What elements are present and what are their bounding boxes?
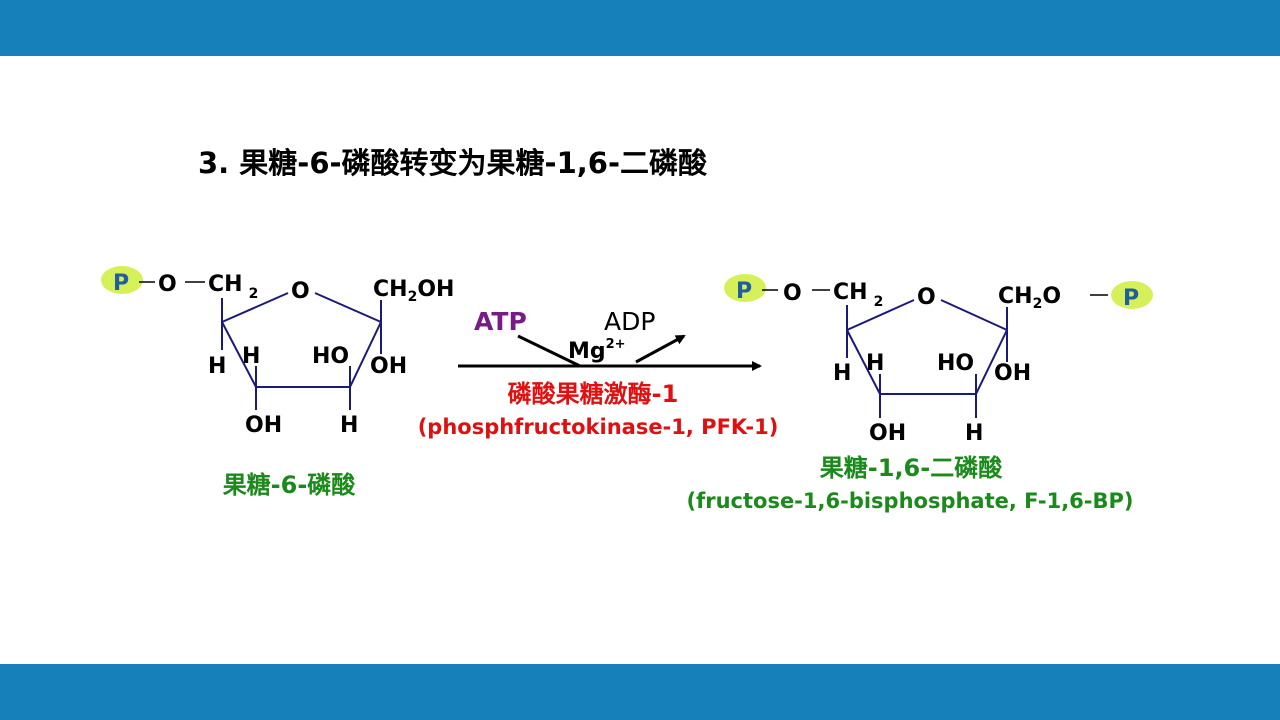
product-h-left2: H xyxy=(866,351,884,376)
atp-in-curve xyxy=(517,334,581,368)
product-phosphate-right-circle xyxy=(1111,281,1153,309)
substrate-h-left2: H xyxy=(242,344,260,369)
product-phosphate-left-circle xyxy=(724,274,766,302)
product-phosphate-left-label: P xyxy=(736,279,752,304)
product-ho-right: HO xyxy=(937,351,974,376)
enzyme-english: (phosphfructokinase-1, PFK-1) xyxy=(418,415,779,439)
product-h-left: H xyxy=(833,361,851,386)
atp-label: ATP xyxy=(474,307,527,336)
substrate-ring-oxygen: O xyxy=(291,279,310,304)
adp-label: ADP xyxy=(604,307,655,336)
substrate-h-left: H xyxy=(208,354,226,379)
substrate-oh-bottom: OH xyxy=(245,413,282,438)
product-oh-right: OH xyxy=(994,361,1031,386)
product-english: (fructose-1,6-bisphosphate, F-1,6-BP) xyxy=(686,489,1133,513)
cofactor-label: Mg2+ xyxy=(568,337,626,364)
substrate-ho-right: HO xyxy=(312,344,349,369)
product-o-link: O xyxy=(783,281,802,306)
substrate-ring-bonds xyxy=(221,292,382,410)
product-ring-bonds xyxy=(846,299,1008,418)
substrate-phosphate-label: P xyxy=(113,271,129,296)
product-ring-oxygen: O xyxy=(917,285,936,310)
slide-title: 3. 果糖-6-磷酸转变为果糖-1,6-二磷酸 xyxy=(198,146,707,180)
product-h-bottom: H xyxy=(965,421,983,446)
substrate-oh-right: OH xyxy=(370,354,407,379)
product-ch2o-label: CH2O xyxy=(998,284,1061,312)
top-banner xyxy=(0,0,1280,56)
reaction-arrow xyxy=(458,334,762,371)
product-name: 果糖-1,6-二磷酸 xyxy=(820,454,1003,482)
substrate-name: 果糖-6-磷酸 xyxy=(223,471,357,499)
substrate-h-bottom: H xyxy=(340,413,358,438)
adp-out-curve xyxy=(635,334,686,364)
enzyme-name: 磷酸果糖激酶-1 xyxy=(508,380,679,408)
substrate-o-link: O xyxy=(158,272,177,297)
bottom-banner xyxy=(0,664,1280,720)
product-oh-bottom: OH xyxy=(869,421,906,446)
substrate-phosphate-circle xyxy=(101,266,143,294)
substrate-ch2oh-label: CH2OH xyxy=(373,277,454,305)
product-phosphate-right-label: P xyxy=(1123,286,1139,311)
